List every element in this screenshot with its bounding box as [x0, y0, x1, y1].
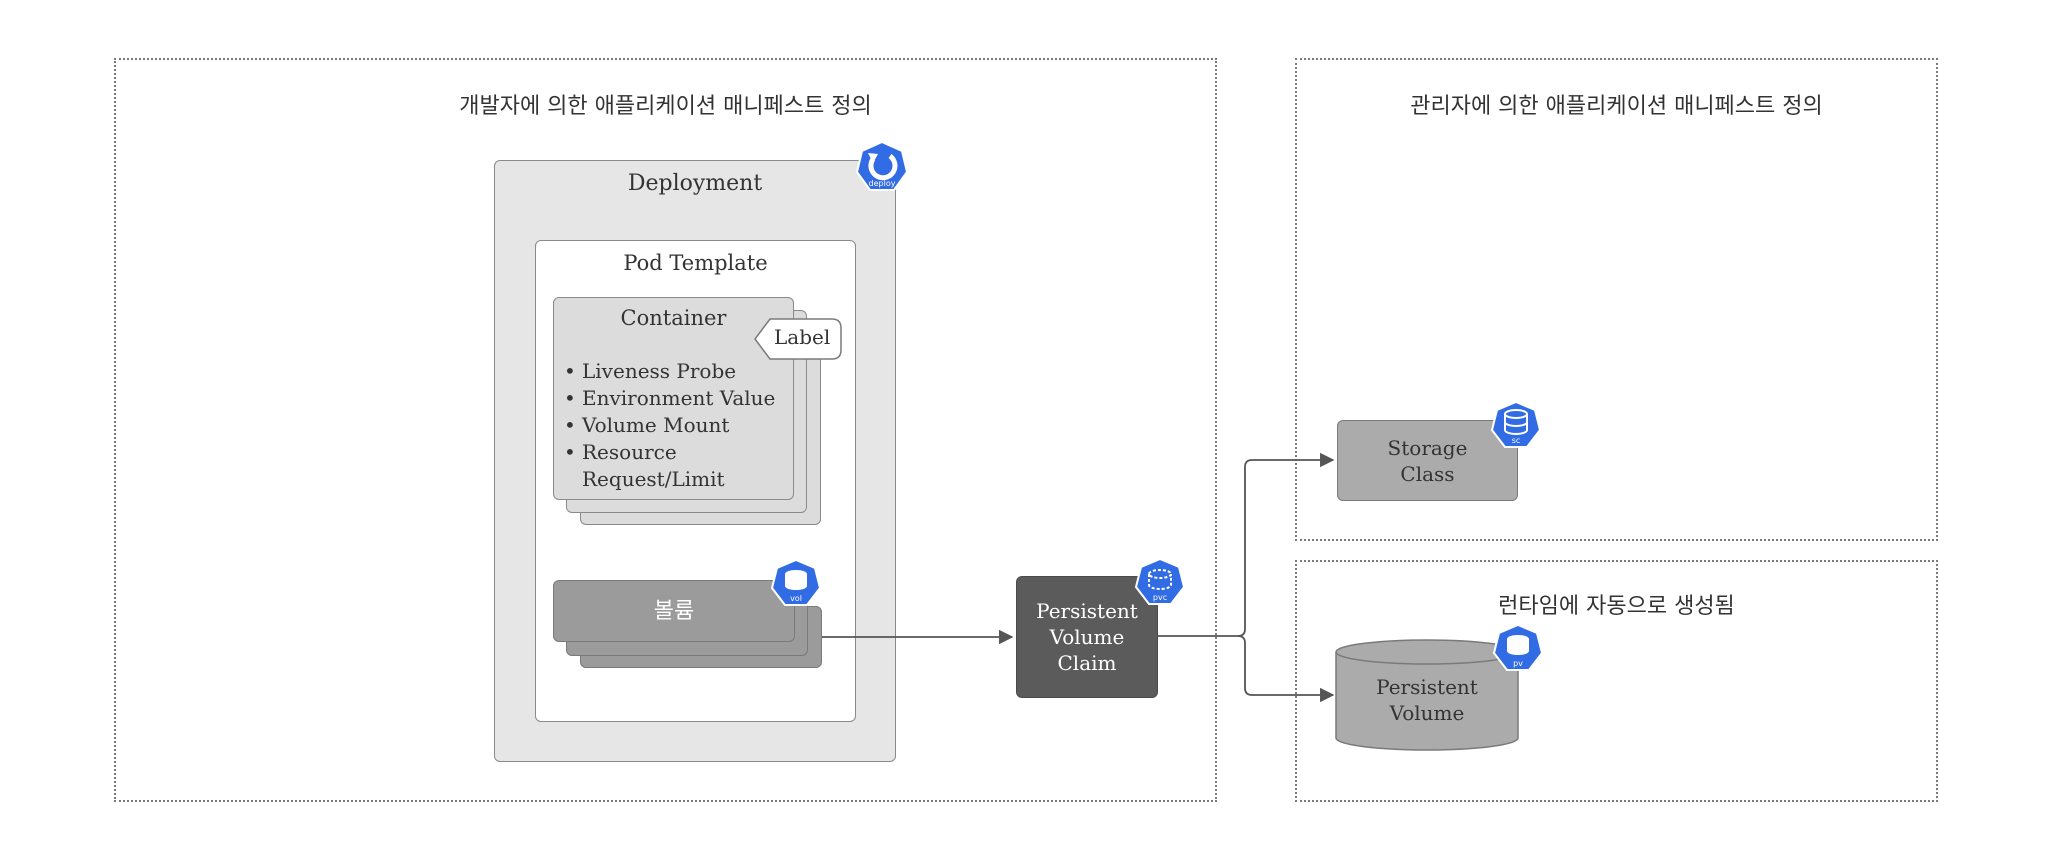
admin-zone-title: 관리자에 의한 애플리케이션 매니페스트 정의	[1410, 94, 1823, 119]
pv-cylinder	[1335, 639, 1519, 751]
deploy-icon: deploy	[855, 140, 909, 191]
pvc-badge-text: pvc	[1153, 593, 1167, 602]
pvc-to-storage-class-arrow	[1158, 452, 1335, 637]
volume-card: 볼륨	[553, 580, 795, 642]
pv-line-2: Volume	[1389, 701, 1465, 725]
pv-line-1: Persistent	[1376, 675, 1478, 699]
volume-title: 볼륨	[653, 599, 695, 624]
vol-icon: vol	[770, 558, 822, 606]
pvc-line-1: Persistent	[1036, 599, 1138, 623]
runtime-zone-title: 런타임에 자동으로 생성됨	[1498, 594, 1735, 619]
container-card: Container Liveness Probe Environment Val…	[553, 297, 794, 500]
pvc-line-3: Claim	[1057, 651, 1117, 675]
pvc-box: Persistent Volume Claim	[1016, 576, 1158, 698]
container-title: Container	[620, 306, 727, 330]
deploy-badge-text: deploy	[869, 179, 896, 188]
pvc-line-2: Volume	[1049, 625, 1125, 649]
container-item-volume-mount: Volume Mount	[564, 412, 793, 439]
sc-icon: sc	[1490, 400, 1542, 448]
container-item-env: Environment Value	[564, 385, 793, 412]
developer-zone-title: 개발자에 의한 애플리케이션 매니페스트 정의	[459, 94, 872, 119]
pvc-to-pv-arrow	[1237, 635, 1335, 703]
deployment-title: Deployment	[627, 171, 763, 196]
container-feature-list: Liveness Probe Environment Value Volume …	[564, 358, 793, 493]
admin-zone: 관리자에 의한 애플리케이션 매니페스트 정의	[1295, 58, 1938, 541]
pv-badge-text: pv	[1513, 659, 1523, 668]
container-item-resource: Resource Request/Limit	[564, 439, 793, 493]
label-tag-text: Label	[774, 325, 831, 349]
pv-icon: pv	[1492, 623, 1544, 671]
storage-class-box: Storage Class	[1337, 420, 1518, 501]
label-tag-shape	[754, 318, 842, 360]
pvc-icon: pvc	[1134, 557, 1186, 605]
vol-badge-text: vol	[790, 594, 802, 603]
runtime-zone: 런타임에 자동으로 생성됨	[1295, 560, 1938, 802]
pod-template-title: Pod Template	[623, 251, 768, 275]
developer-zone: 개발자에 의한 애플리케이션 매니페스트 정의	[114, 58, 1217, 802]
pv-label: Persistent Volume	[1334, 674, 1520, 726]
storage-class-line-2: Class	[1400, 461, 1455, 486]
sc-badge-text: sc	[1512, 436, 1521, 445]
container-item-liveness: Liveness Probe	[564, 358, 793, 385]
storage-class-line-1: Storage	[1387, 435, 1468, 460]
